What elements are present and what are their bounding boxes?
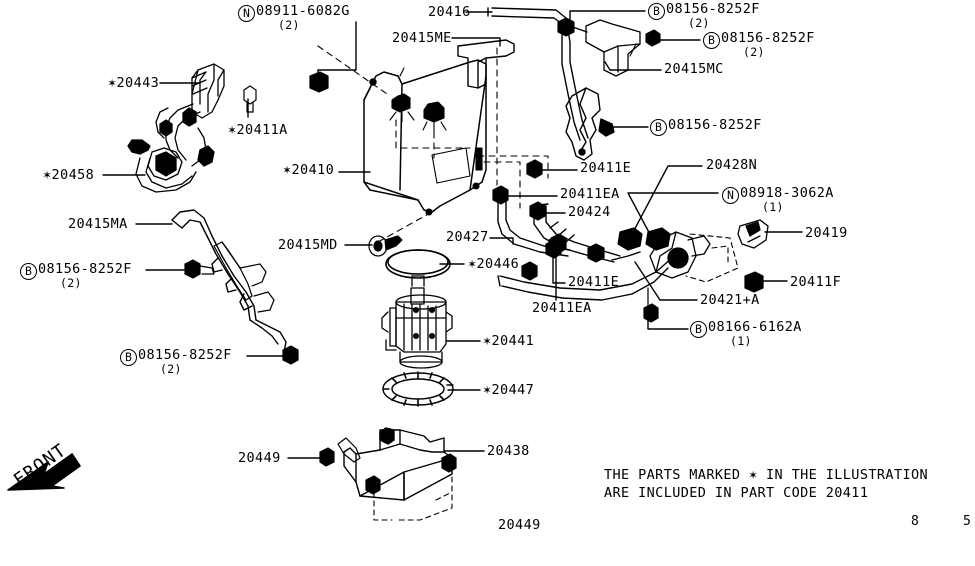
callout-qty: (1) <box>762 200 784 214</box>
callout-qty: (2) <box>743 45 765 59</box>
callout-081666162A: 08166-6162A <box>708 319 802 335</box>
tank-detail <box>369 67 483 216</box>
callout-20419: 20419 <box>805 225 848 241</box>
bracket-20415mc-bolt <box>629 29 661 57</box>
callout-081568252F: 08156-8252F <box>666 1 760 17</box>
bolt-08911-6082G-head <box>309 71 329 93</box>
callout-20428N: 20428N <box>706 157 758 173</box>
page-mark-right: 5 <box>963 514 971 529</box>
page-mark-left: 8 <box>911 514 919 529</box>
callout-20421A: 20421+A <box>700 292 760 308</box>
badge-bolt-icon: B <box>120 349 137 366</box>
callout-qty: (2) <box>688 16 710 30</box>
badge-nut-icon: N <box>238 5 255 22</box>
grommet-20415md <box>368 235 403 257</box>
clip-20419 <box>737 219 769 249</box>
clip-20411f <box>744 271 764 293</box>
callout-20438: 20438 <box>487 443 530 459</box>
bracket-20415mc <box>585 19 641 77</box>
hose-20415ma <box>171 209 287 353</box>
footnote: THE PARTS MARKED ✶ IN THE ILLUSTRATION A… <box>604 466 928 502</box>
callout-20427: 20427 <box>446 229 489 245</box>
pipe-clamps <box>492 159 605 281</box>
protector-20438-mounts <box>319 437 457 495</box>
callout-20443: ✶20443 <box>108 75 160 91</box>
callout-20411E: 20411E <box>568 274 620 290</box>
callout-20415ME: 20415ME <box>392 30 452 46</box>
bolt-20415ma-upper <box>184 259 215 279</box>
nuts-20428n <box>617 227 671 251</box>
badge-bolt-icon: B <box>648 3 665 20</box>
callout-20411EA: 20411EA <box>532 300 592 316</box>
bolt-20411ea-lower <box>550 233 567 253</box>
badge-bolt-icon: B <box>650 119 667 136</box>
protector-20449-dashed <box>373 467 453 521</box>
badge-bolt-icon: B <box>20 263 37 280</box>
protector-20438 <box>343 427 453 501</box>
callout-20424: 20424 <box>568 204 611 220</box>
valve-dashed-outline <box>685 233 739 283</box>
callout-081568252F: 08156-8252F <box>38 261 132 277</box>
fuel-pump-20441 <box>381 275 453 369</box>
callout-20415MD: 20415MD <box>278 237 338 253</box>
callout-081568252F: 08156-8252F <box>138 347 232 363</box>
callout-20410: ✶20410 <box>283 162 335 178</box>
bracket-filler-support <box>565 87 615 161</box>
callout-qty: (2) <box>160 362 182 376</box>
callout-20416: 20416 <box>428 4 471 20</box>
fuel-tank-body <box>363 59 487 213</box>
callout-20447: ✶20447 <box>483 382 535 398</box>
callout-qty: (1) <box>730 334 752 348</box>
hose-20415ma-bracket <box>213 241 275 313</box>
oring-20446 <box>385 249 451 279</box>
callout-20449: 20449 <box>498 517 541 533</box>
callout-20449: 20449 <box>238 450 281 466</box>
bolt-head-20416-top <box>557 17 575 37</box>
tube-20416 <box>487 7 589 141</box>
callout-20446: ✶20446 <box>468 256 520 272</box>
bolt-08166-6162A <box>643 287 659 323</box>
footnote-line-1: THE PARTS MARKED ✶ IN THE ILLUSTRATION <box>604 467 929 483</box>
callout-20411F: 20411F <box>790 274 842 290</box>
callout-20415MC: 20415MC <box>664 61 724 77</box>
lockring-20447 <box>382 371 454 407</box>
part-20443-sensor <box>191 63 225 119</box>
badge-bolt-icon: B <box>690 321 707 338</box>
callout-089116082G: 08911-6082G <box>256 3 350 19</box>
part-20411a-clip <box>243 85 257 113</box>
front-arrow <box>7 453 81 491</box>
bracket-20415me <box>457 39 515 89</box>
badge-bolt-icon: B <box>703 32 720 49</box>
callout-20411E: 20411E <box>580 160 632 176</box>
badge-nut-icon: N <box>722 187 739 204</box>
callout-20411EA: 20411EA <box>560 186 620 202</box>
callout-20411A: ✶20411A <box>228 122 288 138</box>
footnote-line-2: ARE INCLUDED IN PART CODE 20411 <box>604 485 869 502</box>
callout-20441: ✶20441 <box>483 333 535 349</box>
bolt-20415ma-lower <box>282 345 299 365</box>
harness-20458 <box>127 103 215 193</box>
callout-qty: (2) <box>60 276 82 290</box>
callout-qty: (2) <box>278 18 300 32</box>
callout-081568252F: 08156-8252F <box>721 30 815 46</box>
callout-081568252F: 08156-8252F <box>668 117 762 133</box>
tank-fittings <box>389 93 447 133</box>
callout-20415MA: 20415MA <box>68 216 128 232</box>
tank-dashed-lines <box>317 45 549 243</box>
callout-089183062A: 08918-3062A <box>740 185 834 201</box>
valve-assembly-20421 <box>649 231 711 279</box>
callout-20458: ✶20458 <box>43 167 95 183</box>
